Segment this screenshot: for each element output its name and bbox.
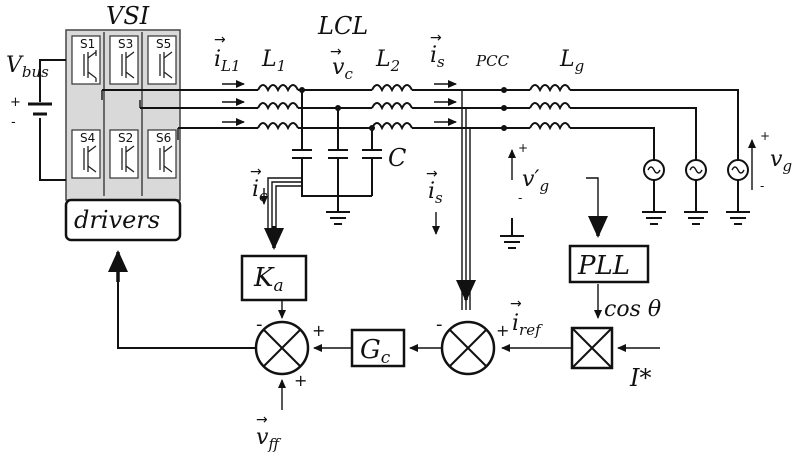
iref-label: iref — [512, 311, 543, 339]
comparator-plus: + — [496, 321, 509, 340]
svg-text:→: → — [430, 30, 442, 46]
lcl-label: LCL — [317, 12, 368, 40]
l1-label: L1 — [261, 47, 286, 75]
switch-s1-label: S1 — [80, 37, 95, 51]
gc-label: Gc — [360, 335, 391, 368]
inverter-block: S1 S3 S5 S4 S2 S6 — [65, 29, 181, 201]
is-sense-lines — [432, 90, 476, 310]
switch-s6 — [147, 129, 177, 179]
current-summing-junction — [440, 320, 496, 376]
svg-text:→: → — [426, 166, 438, 182]
junction-plus-bottom: + — [294, 371, 307, 390]
switch-s3 — [109, 35, 139, 85]
is-top-label: is — [430, 43, 445, 71]
svg-text:+: + — [10, 95, 21, 110]
switch-s6-label: S6 — [156, 131, 171, 145]
comparator-minus: - — [436, 314, 443, 335]
switch-s2 — [109, 129, 139, 179]
svg-text:+: + — [518, 141, 528, 155]
il1-label: iL1 — [214, 47, 241, 75]
svg-text:→: → — [250, 164, 262, 180]
svg-text:-: - — [11, 115, 16, 130]
switch-s1 — [71, 35, 101, 85]
grid-sources — [642, 159, 750, 225]
vg-prime-label: v′g — [522, 167, 549, 195]
svg-text:→: → — [256, 412, 268, 428]
svg-text:→: → — [330, 44, 342, 60]
switch-s4 — [71, 129, 101, 179]
switch-s5-label: S5 — [156, 37, 171, 51]
cos-theta-label: cos θ — [604, 297, 661, 322]
is-mid-label: is — [428, 179, 443, 207]
svg-text:→: → — [510, 296, 522, 312]
ic-label: ic — [252, 177, 268, 205]
inductors — [257, 84, 571, 131]
drivers-block — [64, 198, 182, 242]
ic-sense-lines — [260, 177, 302, 250]
vc-label: vc — [332, 55, 353, 83]
gc-block — [350, 328, 406, 368]
vg-label: vg — [770, 147, 792, 175]
switch-s2-label: S2 — [118, 131, 133, 145]
dc-bus: + - — [10, 59, 66, 181]
svg-text:+: + — [760, 129, 770, 143]
switch-s4-label: S4 — [80, 131, 95, 145]
phase-lines — [101, 80, 739, 160]
vg-probe: + - — [748, 129, 770, 193]
lg-label: Lg — [559, 47, 584, 75]
voltage-summing-junction — [254, 320, 310, 376]
capacitor-bank — [292, 90, 382, 225]
vg-prime-probe: + - — [500, 141, 528, 249]
ka-block — [240, 254, 308, 302]
vff-label: vff — [256, 425, 281, 453]
switch-s5 — [147, 35, 177, 85]
vbus-label: Vbus — [6, 53, 49, 81]
svg-text:-: - — [518, 191, 522, 205]
vsi-label: VSI — [106, 2, 150, 30]
capacitor-label: C — [388, 144, 406, 172]
svg-text:-: - — [760, 179, 764, 193]
pcc-label: PCC — [475, 52, 510, 70]
drivers-label: drivers — [74, 206, 160, 234]
pll-block — [568, 244, 650, 284]
pll-path — [586, 177, 608, 319]
ka-label: Ka — [253, 263, 284, 296]
l2-label: L2 — [375, 47, 400, 75]
istar-label: I* — [629, 364, 651, 392]
switch-s3-label: S3 — [118, 37, 133, 51]
junction-plus-right: + — [312, 321, 325, 340]
svg-text:→: → — [214, 32, 226, 48]
junction-minus: - — [256, 314, 263, 335]
pll-label: PLL — [577, 251, 630, 281]
